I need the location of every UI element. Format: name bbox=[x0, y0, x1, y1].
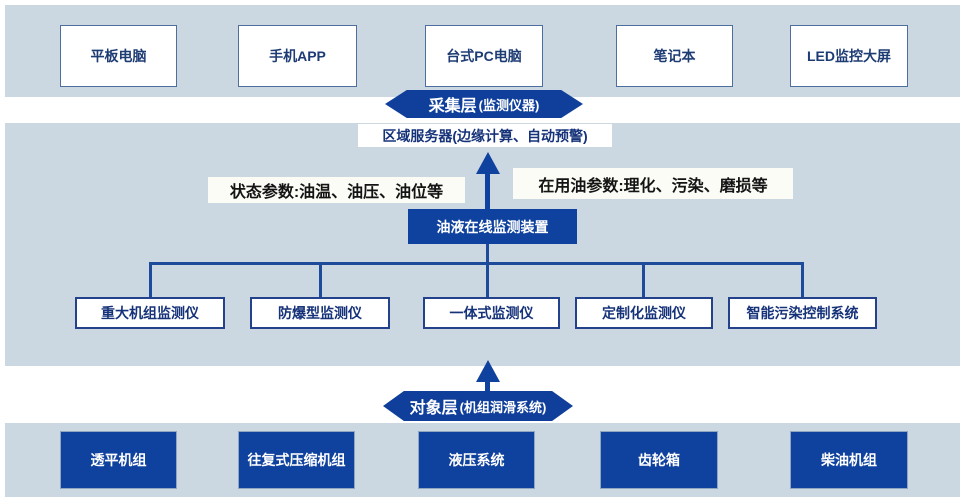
oil-monitoring-device-box: 油液在线监测装置 bbox=[408, 209, 577, 244]
equipment-box-compressor: 往复式压缩机组 bbox=[238, 431, 355, 489]
object-layer-badge-subtitle: (机组润滑系统) bbox=[459, 399, 547, 415]
tree-drop-line-1 bbox=[149, 262, 152, 297]
tree-drop-line-3 bbox=[486, 262, 489, 297]
collection-layer-badge-title: 采集层 bbox=[428, 98, 477, 115]
monitor-box-major-unit: 重大机组监测仪 bbox=[75, 297, 225, 329]
collection-layer-badge-subtitle: (监测仪器) bbox=[478, 97, 540, 113]
collection-layer-badge: 采集层 (监测仪器) bbox=[385, 90, 583, 118]
tree-rail-line bbox=[149, 262, 804, 265]
monitor-box-explosion-proof: 防爆型监测仪 bbox=[250, 297, 390, 329]
lower-arrow-head-icon bbox=[476, 360, 500, 382]
equipment-box-diesel: 柴油机组 bbox=[790, 431, 908, 489]
lower-arrow-shaft bbox=[485, 378, 490, 392]
tree-drop-line-2 bbox=[319, 262, 322, 297]
regional-server-box: 区域服务器(边缘计算、自动预警) bbox=[358, 124, 612, 147]
equipment-box-gearbox: 齿轮箱 bbox=[600, 431, 718, 489]
upper-arrow-head-icon bbox=[476, 152, 500, 174]
tree-drop-line-5 bbox=[801, 262, 804, 297]
device-box-tablet: 平板电脑 bbox=[60, 25, 177, 87]
device-box-laptop: 笔记本 bbox=[616, 25, 733, 87]
monitor-box-pollution-control: 智能污染控制系统 bbox=[728, 297, 877, 329]
monitor-box-all-in-one: 一体式监测仪 bbox=[423, 297, 560, 329]
object-layer-badge: 对象层 (机组润滑系统) bbox=[383, 391, 573, 421]
equipment-box-turbine: 透平机组 bbox=[60, 431, 177, 489]
tree-drop-line-4 bbox=[642, 262, 645, 297]
device-box-led-screen: LED监控大屏 bbox=[790, 25, 908, 87]
upper-arrow-shaft bbox=[485, 170, 490, 209]
object-layer-badge-title: 对象层 bbox=[409, 400, 458, 417]
equipment-box-hydraulic: 液压系统 bbox=[418, 431, 535, 489]
oil-params-label: 在用油参数:理化、污染、磨损等 bbox=[513, 168, 793, 199]
monitor-box-customized: 定制化监测仪 bbox=[575, 297, 713, 329]
tree-stem-line bbox=[486, 244, 489, 264]
device-box-phone-app: 手机APP bbox=[238, 25, 357, 87]
status-params-label: 状态参数:油温、油压、油位等 bbox=[208, 177, 465, 203]
device-box-desktop-pc: 台式PC电脑 bbox=[425, 25, 543, 87]
